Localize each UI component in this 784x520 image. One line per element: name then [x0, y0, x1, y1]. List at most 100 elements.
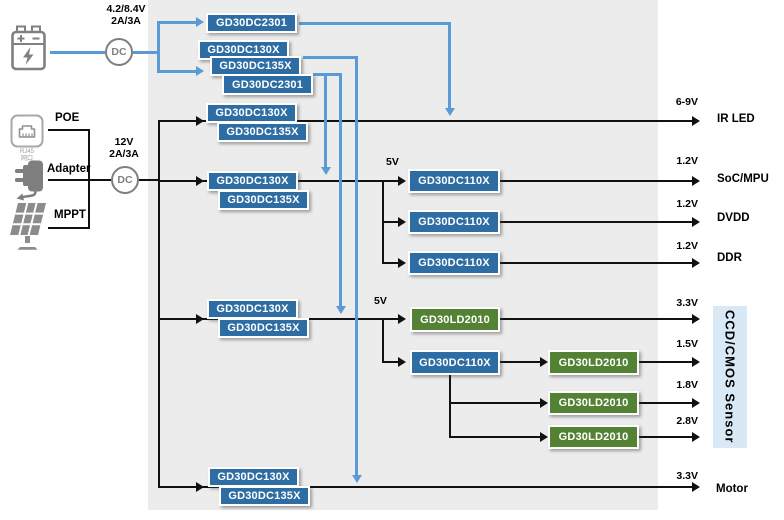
voltage-irled: 6-9V [675, 96, 698, 108]
device-soc: SoC/MPU [717, 173, 769, 185]
wire-to-ld2010-3 [449, 402, 540, 404]
wire-to-dc110x-4 [382, 361, 400, 363]
wire-bus-motor [158, 486, 692, 488]
rj45-caption: RJ45 网口 [8, 149, 46, 162]
wire-stack-to-motor [355, 56, 358, 475]
adapter-label: Adapter [47, 163, 91, 175]
arrowhead-sensorbus-feed [336, 306, 346, 314]
wire-poe [48, 129, 90, 131]
device-ddr: DDR [717, 252, 742, 264]
voltage-1v8: 1.8V [676, 379, 698, 391]
ccd-cmos-sensor-box: CCD/CMOS Sensor [713, 306, 747, 448]
chip-gd30dc130x-row3: GD30DC130X [207, 299, 298, 319]
arrowhead-ld2010-4 [540, 432, 548, 442]
arrowhead-row2-in [196, 176, 204, 186]
device-dvdd: DVDD [717, 212, 750, 224]
arrowhead-dc110x-1 [398, 176, 406, 186]
wire-bus-irled [158, 120, 692, 122]
chip-gd30ld2010-1v5: GD30LD2010 [548, 350, 639, 375]
arrowhead-top-stack [196, 66, 204, 76]
voltage-2v8: 2.8V [676, 415, 698, 427]
arrowhead-motor [692, 482, 700, 492]
chip-gd30dc135x-row1: GD30DC135X [217, 122, 308, 142]
rail-5v-sensor-label: 5V [374, 295, 387, 307]
arrowhead-dc2301a [196, 17, 204, 27]
wire-dc2301a-down [448, 22, 451, 108]
wire-mppt [48, 227, 89, 229]
arrowhead-1v8 [692, 398, 700, 408]
dc12-rating-label: 12V 2A/3A [94, 136, 154, 160]
wire-dc110x4-down [449, 375, 451, 438]
battery-voltage: 4.2/8.4V [106, 3, 146, 15]
dc-converter-label: DC [111, 46, 127, 58]
voltage-3v3: 3.3V [676, 297, 698, 309]
rj45-caption-line2: 网口 [20, 155, 33, 162]
wire-to-top-stack [157, 70, 196, 73]
arrowhead-dvdd [692, 217, 700, 227]
arrowhead-ld2010-3 [540, 398, 548, 408]
battery-current: 2A/3A [111, 15, 141, 27]
chip-gd30dc130x-row1: GD30DC130X [206, 103, 297, 123]
dc-converter-label: DC [117, 174, 133, 186]
chip-gd30dc110x-dvdd: GD30DC110X [408, 210, 500, 234]
dc-converter-wired: DC [111, 166, 139, 194]
rj45-icon [10, 114, 44, 148]
voltage-dvdd: 1.2V [676, 198, 698, 210]
wire-stack-stub1 [303, 56, 358, 59]
poe-label: POE [55, 112, 80, 124]
arrowhead-1v5 [692, 357, 700, 367]
adapter-icon [15, 160, 43, 201]
wire-soc-out [500, 180, 692, 182]
wire-dc1-out [133, 51, 159, 54]
arrowhead-3v3 [692, 314, 700, 324]
wire-battery-out [50, 51, 105, 54]
wire-battery-split [157, 22, 160, 73]
voltage-motor: 3.3V [676, 470, 698, 482]
arrowhead-dc110x-4 [398, 357, 406, 367]
wire-to-dc110x-3 [382, 262, 400, 264]
chip-gd30dc110x-ddr: GD30DC110X [408, 251, 500, 275]
wire-dc12-out [139, 179, 160, 181]
arrowhead-irled-feed [445, 108, 455, 116]
arrowhead-soc [692, 176, 700, 186]
chip-gd30dc135x-stack: GD30DC135X [210, 56, 301, 76]
arrowhead-motor-feed [352, 475, 362, 483]
dc-converter-battery: DC [105, 38, 133, 66]
wire-dc110x4-out [500, 361, 540, 363]
arrowhead-ddr [692, 258, 700, 268]
wire-adapter [48, 179, 111, 181]
wire-sensor-branch [382, 318, 384, 363]
arrowhead-ld2010-2 [540, 357, 548, 367]
dc12-voltage: 12V [114, 136, 134, 148]
chip-gd30ld2010-1v8: GD30LD2010 [548, 391, 639, 415]
arrowhead-row5-in [196, 482, 204, 492]
chip-gd30dc130x-row5: GD30DC130X [208, 467, 299, 487]
arrowhead-2v8 [692, 432, 700, 442]
ccd-cmos-sensor-label: CCD/CMOS Sensor [722, 310, 738, 444]
arrowhead-row1-in [196, 116, 204, 126]
wire-main-trunk [158, 120, 160, 488]
chip-gd30dc135x-row2: GD30DC135X [218, 190, 309, 210]
chip-gd30ld2010-2v8: GD30LD2010 [548, 425, 639, 449]
wire-stack-to-sensorbus [339, 73, 342, 306]
wire-stack-to-corebus [324, 73, 327, 167]
arrowhead-ld2010-1 [398, 314, 406, 324]
voltage-1v5: 1.5V [676, 338, 698, 350]
arrowhead-irled [692, 116, 700, 126]
wire-ddr-out [500, 262, 692, 264]
wire-3v3-out [500, 318, 692, 320]
battery-rating-label: 4.2/8.4V 2A/3A [94, 3, 158, 27]
wire-to-ld2010-1 [382, 318, 400, 320]
chip-gd30dc130x-row2: GD30DC130X [207, 171, 298, 191]
chip-gd30dc2301-stack: GD30DC2301 [222, 74, 313, 95]
solar-panel-icon [10, 203, 46, 250]
dc12-current: 2A/3A [109, 148, 139, 160]
device-irled: IR LED [717, 113, 755, 125]
chip-gd30dc135x-row5: GD30DC135X [219, 486, 310, 506]
chip-gd30dc2301-top: GD30DC2301 [206, 13, 297, 33]
arrowhead-corebus-feed [321, 167, 331, 175]
chip-gd30dc110x-soc: GD30DC110X [408, 169, 500, 193]
wire-dc2301a-out [299, 22, 451, 25]
arrowhead-dc110x-2 [398, 217, 406, 227]
device-motor: Motor [716, 483, 748, 495]
